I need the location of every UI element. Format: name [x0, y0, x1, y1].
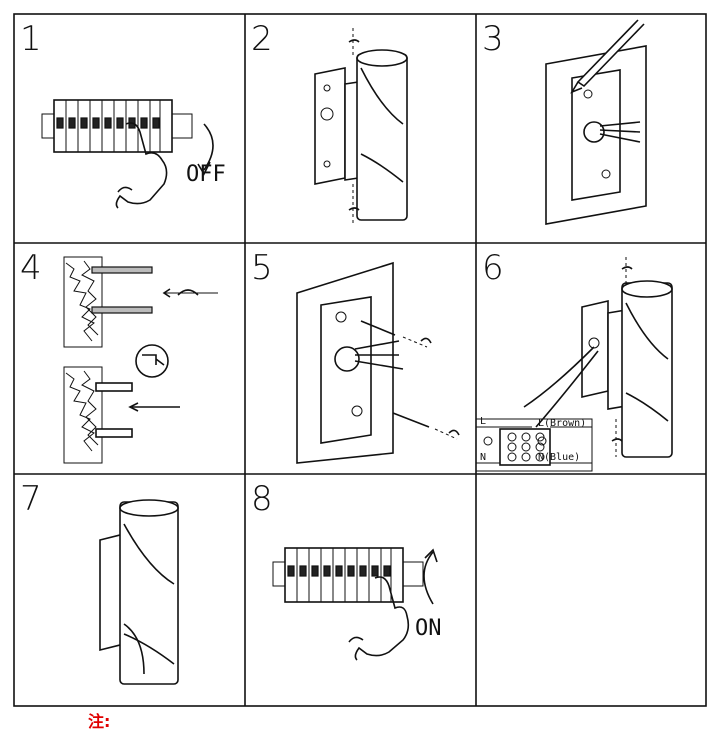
wall-marking-illustration — [545, 19, 647, 225]
drill-and-plug-illustration — [63, 256, 218, 464]
terminal-block-frame — [475, 418, 593, 472]
wall-section-bottom — [63, 366, 103, 464]
step-2-panel: 2 — [245, 14, 476, 243]
breaker-row — [53, 99, 173, 153]
neutral-wire-color-label: N(Blue) — [538, 452, 581, 463]
step-7-number: 7 — [20, 479, 42, 519]
step-3-number: 3 — [482, 19, 504, 59]
down-arrow-icon — [203, 123, 214, 171]
step-1-panel: 1 OFF — [14, 14, 245, 243]
step-8-number: 8 — [251, 479, 273, 519]
live-wire-color-label: L(Brown) — [538, 418, 587, 429]
fixture-mount-illustration — [314, 28, 408, 226]
bracket-screw-illustration — [296, 261, 460, 464]
note-label: 注: — [88, 712, 111, 731]
step-4-panel: 4 — [14, 243, 245, 474]
wire-to-terminal — [523, 346, 595, 408]
step-7-panel: 7 — [14, 474, 245, 706]
ground-icon — [483, 436, 493, 446]
step-3-panel: 3 — [476, 14, 706, 243]
wall-plug-icon — [95, 382, 133, 392]
mounting-bracket — [581, 299, 609, 399]
hammer-icon — [135, 344, 169, 378]
screw-top-icon — [348, 39, 360, 43]
wiring-connection-illustration — [475, 257, 673, 472]
step-5-number: 5 — [251, 248, 273, 288]
step-6-panel: 6 — [475, 243, 706, 474]
drill-bit-icon — [91, 266, 153, 274]
empty-panel — [476, 474, 706, 706]
wires — [354, 340, 404, 370]
step-5-panel: 5 — [245, 243, 476, 474]
screw-bottom-icon — [348, 207, 360, 211]
live-terminal-label: L — [480, 416, 487, 427]
pencil-icon — [576, 19, 645, 88]
wall-section-top — [63, 256, 103, 348]
breaker-panel-on-illustration — [272, 547, 438, 661]
cylinder-lamp — [119, 501, 179, 685]
off-label: OFF — [186, 162, 226, 187]
step-1-number: 1 — [20, 19, 42, 59]
hand-icon — [115, 122, 168, 209]
on-label: ON — [415, 616, 442, 641]
hand-icon — [354, 576, 410, 661]
neutral-terminal-label: N — [480, 452, 487, 463]
wires — [599, 121, 641, 143]
breaker-panel-off-illustration — [41, 99, 214, 209]
screw-icon — [360, 320, 396, 336]
mounting-bracket — [314, 67, 346, 185]
step-8-panel: 8 ON — [245, 474, 476, 706]
step-6-number: 6 — [482, 248, 504, 288]
step-2-number: 2 — [251, 19, 273, 59]
breaker-row — [284, 547, 404, 603]
step-4-number: 4 — [20, 248, 42, 288]
up-arrow-icon — [423, 551, 434, 605]
finished-fixture-illustration — [99, 499, 179, 685]
base-plate — [571, 69, 621, 201]
cylinder-lamp — [356, 53, 408, 221]
